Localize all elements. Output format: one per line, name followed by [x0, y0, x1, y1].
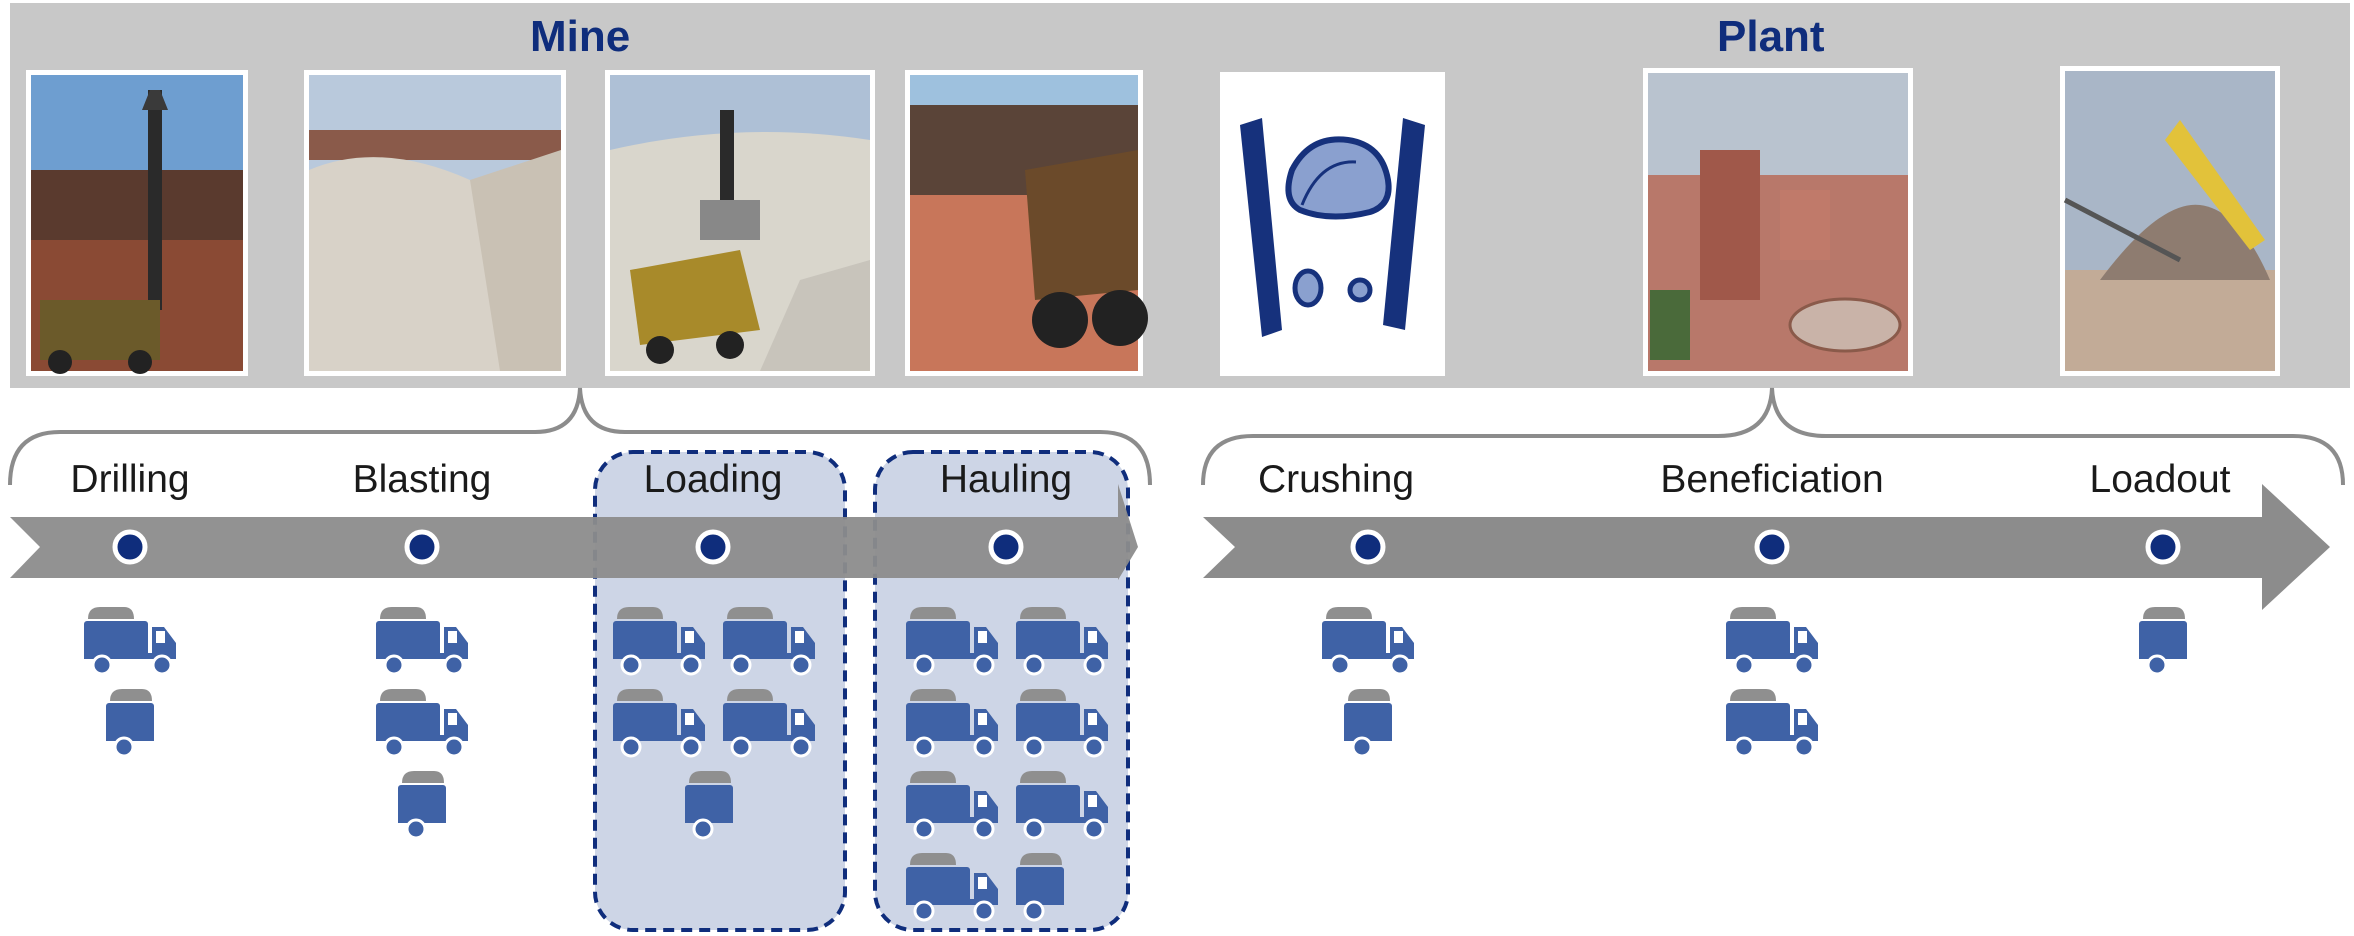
mine-title: Mine: [530, 12, 631, 61]
stockpile-conveyor-photo: [2060, 66, 2280, 376]
truck-icon: [374, 605, 470, 676]
drill-rig-photo: [26, 70, 248, 376]
partial-truck-icon: [104, 687, 156, 758]
stage-dot-drilling: [112, 529, 148, 565]
mine-brace: [8, 387, 1152, 486]
truck-icon: [1724, 605, 1820, 676]
blasted-rock-photo: [304, 70, 566, 376]
stage-dot-blasting: [404, 529, 440, 565]
stage-dot-beneficiation: [1754, 529, 1790, 565]
mine-arrow: [10, 484, 1138, 580]
plant-brace: [1201, 387, 2345, 486]
haul-truck-photo: [905, 70, 1148, 376]
stage-label-beneficiation: Beneficiation: [1660, 458, 1884, 501]
stage-label-loadout: Loadout: [2089, 458, 2231, 501]
stage-dot-hauling: [988, 529, 1024, 565]
stage-dot-loading: [695, 529, 731, 565]
stage-label-hauling: Hauling: [939, 458, 1073, 501]
plant-title: Plant: [1717, 12, 1825, 61]
stage-label-blasting: Blasting: [352, 458, 492, 501]
partial-truck-icon: [1342, 687, 1394, 758]
truck-icons: [82, 605, 2189, 922]
stage-dot-loadout: [2145, 529, 2181, 565]
stage-label-drilling: Drilling: [70, 458, 190, 501]
truck-icon: [1320, 605, 1416, 676]
stage-dots: [112, 529, 2181, 565]
truck-icon: [82, 605, 178, 676]
stage-dot-crushing: [1350, 529, 1386, 565]
truck-icon: [1724, 687, 1820, 758]
stage-label-crushing: Crushing: [1257, 458, 1415, 501]
crusher-icon: [1220, 72, 1445, 376]
stage-label-loading: Loading: [643, 458, 783, 501]
truck-icon: [374, 687, 470, 758]
processing-plant-photo: [1643, 68, 1913, 376]
partial-truck-icon: [2137, 605, 2189, 676]
shovel-loading-photo: [605, 70, 875, 376]
partial-truck-icon: [396, 769, 448, 840]
